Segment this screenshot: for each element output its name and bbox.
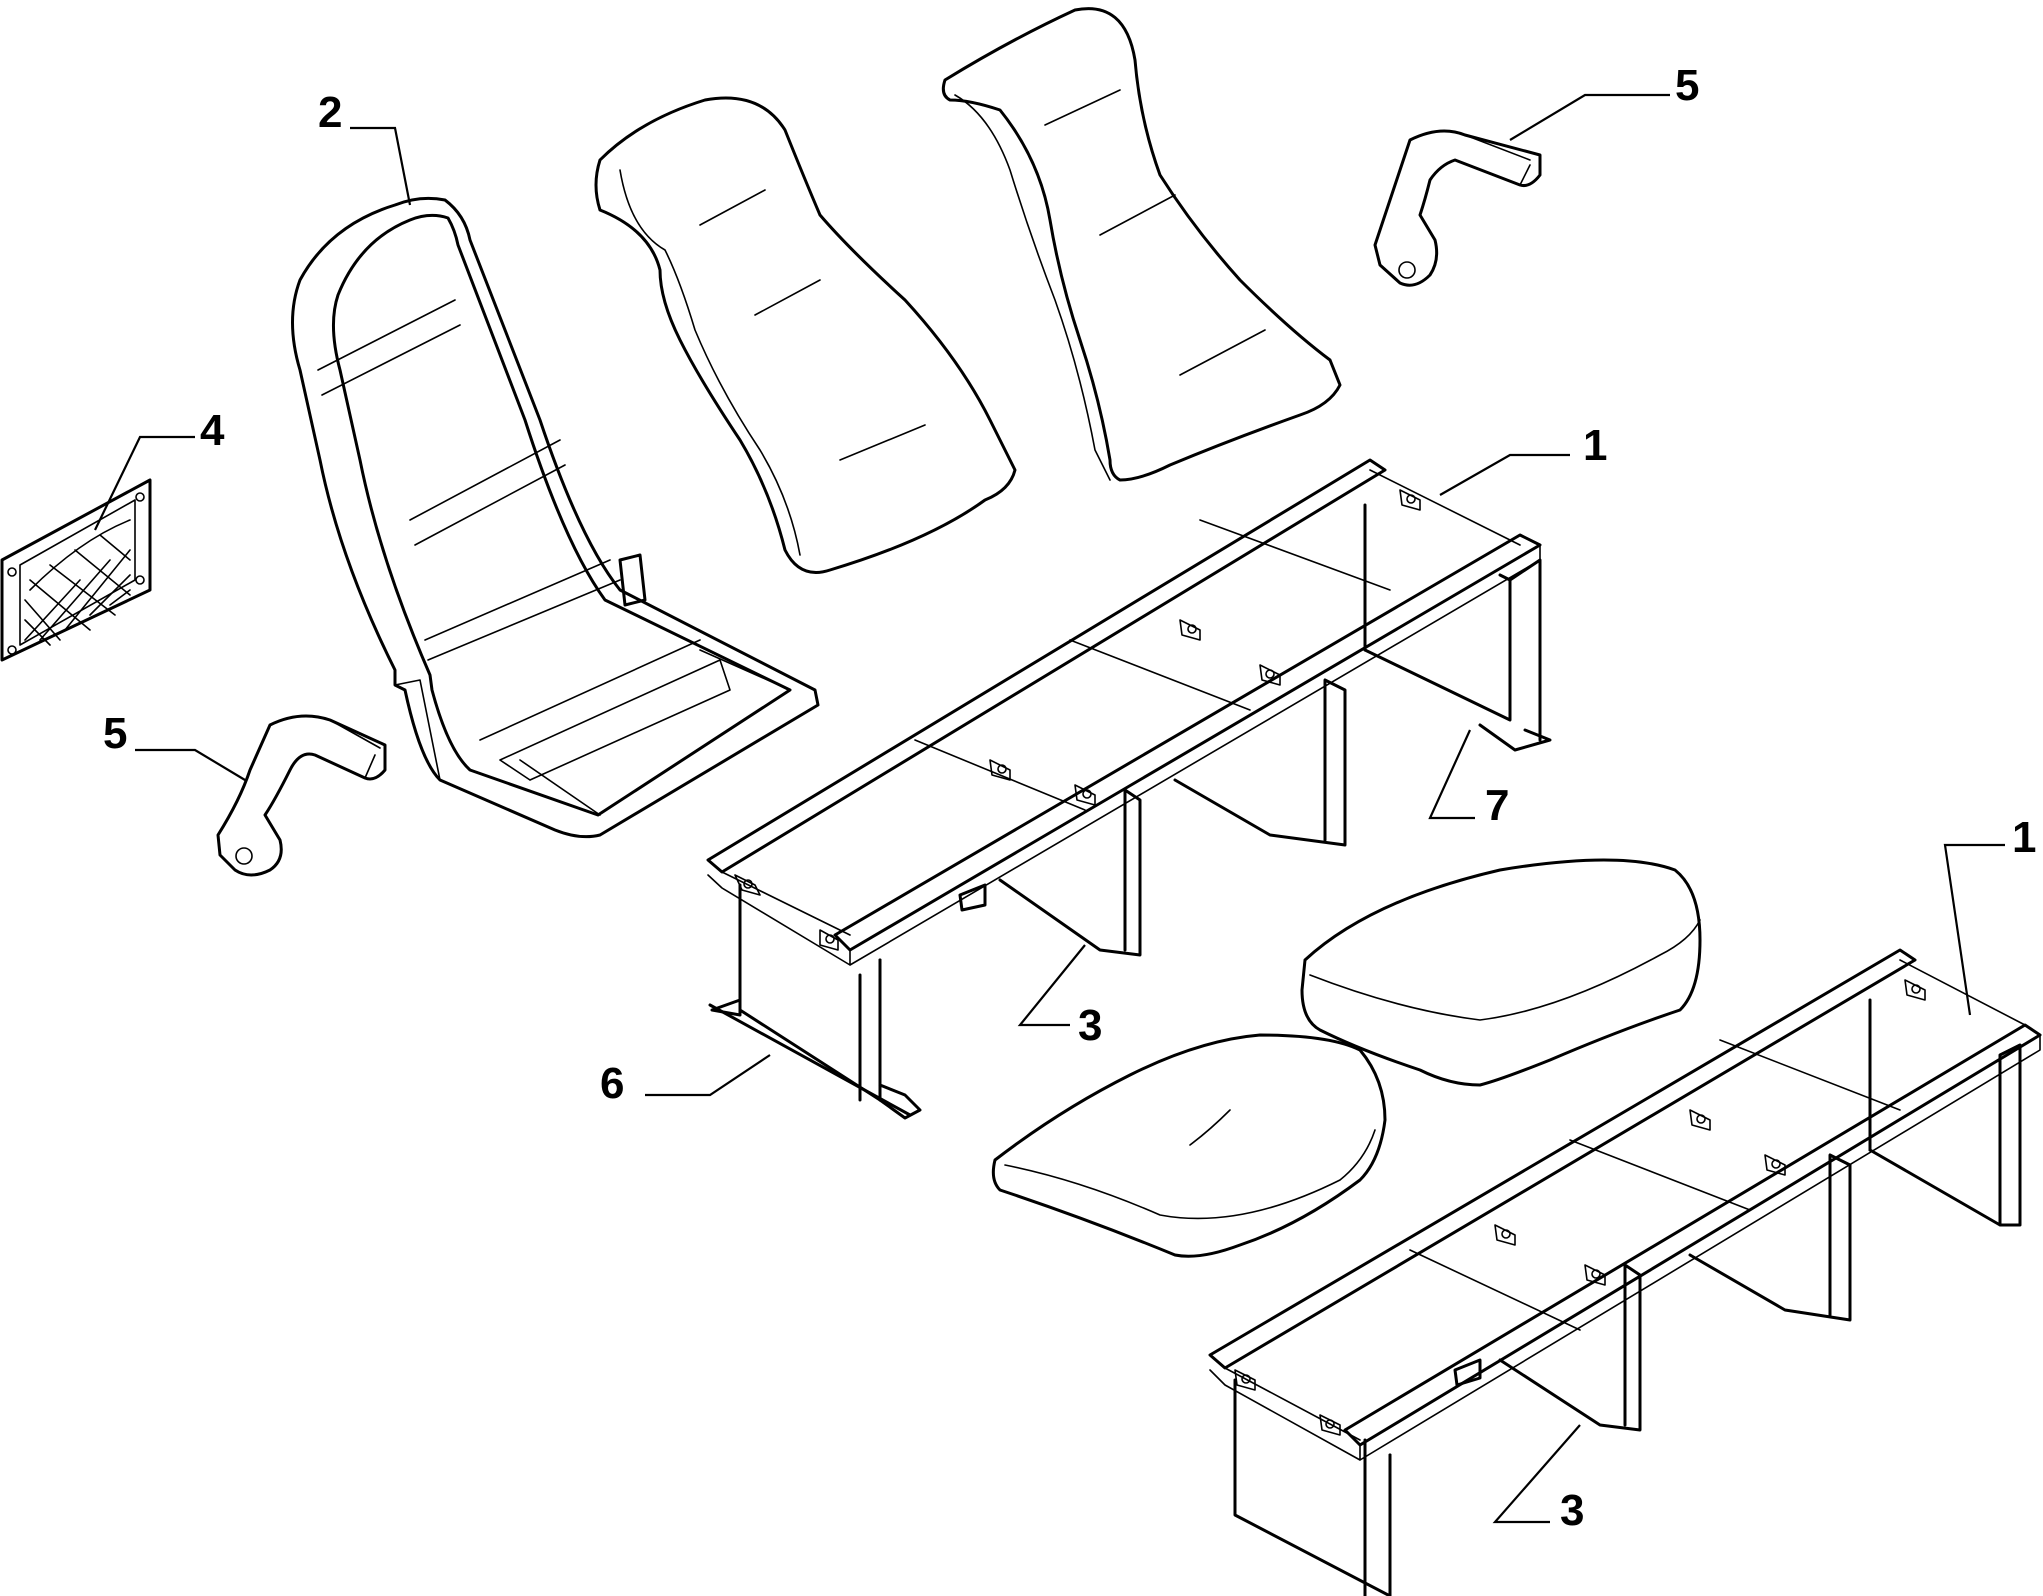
callout-3-lower: 3 (1560, 1486, 1584, 1535)
seat-cushion-rear (1300, 858, 1702, 1087)
backrest-cushion-left (594, 96, 1017, 574)
armrest-part-5-lower (216, 714, 387, 877)
callout-1-upper: 1 (1583, 421, 1607, 470)
bench-frame-upper (706, 458, 1552, 1120)
callout-2: 2 (318, 88, 342, 137)
callout-6: 6 (600, 1059, 624, 1108)
callout-1-lower: 1 (2012, 813, 2036, 862)
callout-3-upper: 3 (1078, 1001, 1102, 1050)
seat-cushion-front (991, 1033, 1387, 1258)
callout-4: 4 (200, 406, 225, 455)
seat-frame-part-2 (291, 196, 820, 839)
bench-frame-lower (1208, 948, 2042, 1596)
callout-7: 7 (1485, 781, 1509, 830)
callout-5-lower: 5 (103, 709, 127, 758)
armrest-part-5-upper (1373, 129, 1542, 287)
callout-5-upper: 5 (1675, 61, 1699, 110)
callout-labels: 2 4 5 5 1 1 7 3 3 6 (103, 61, 2036, 1535)
leader-lines (94, 93, 2005, 1524)
net-pocket-part-4 (0, 478, 152, 662)
backrest-cushion-right (941, 7, 1342, 482)
